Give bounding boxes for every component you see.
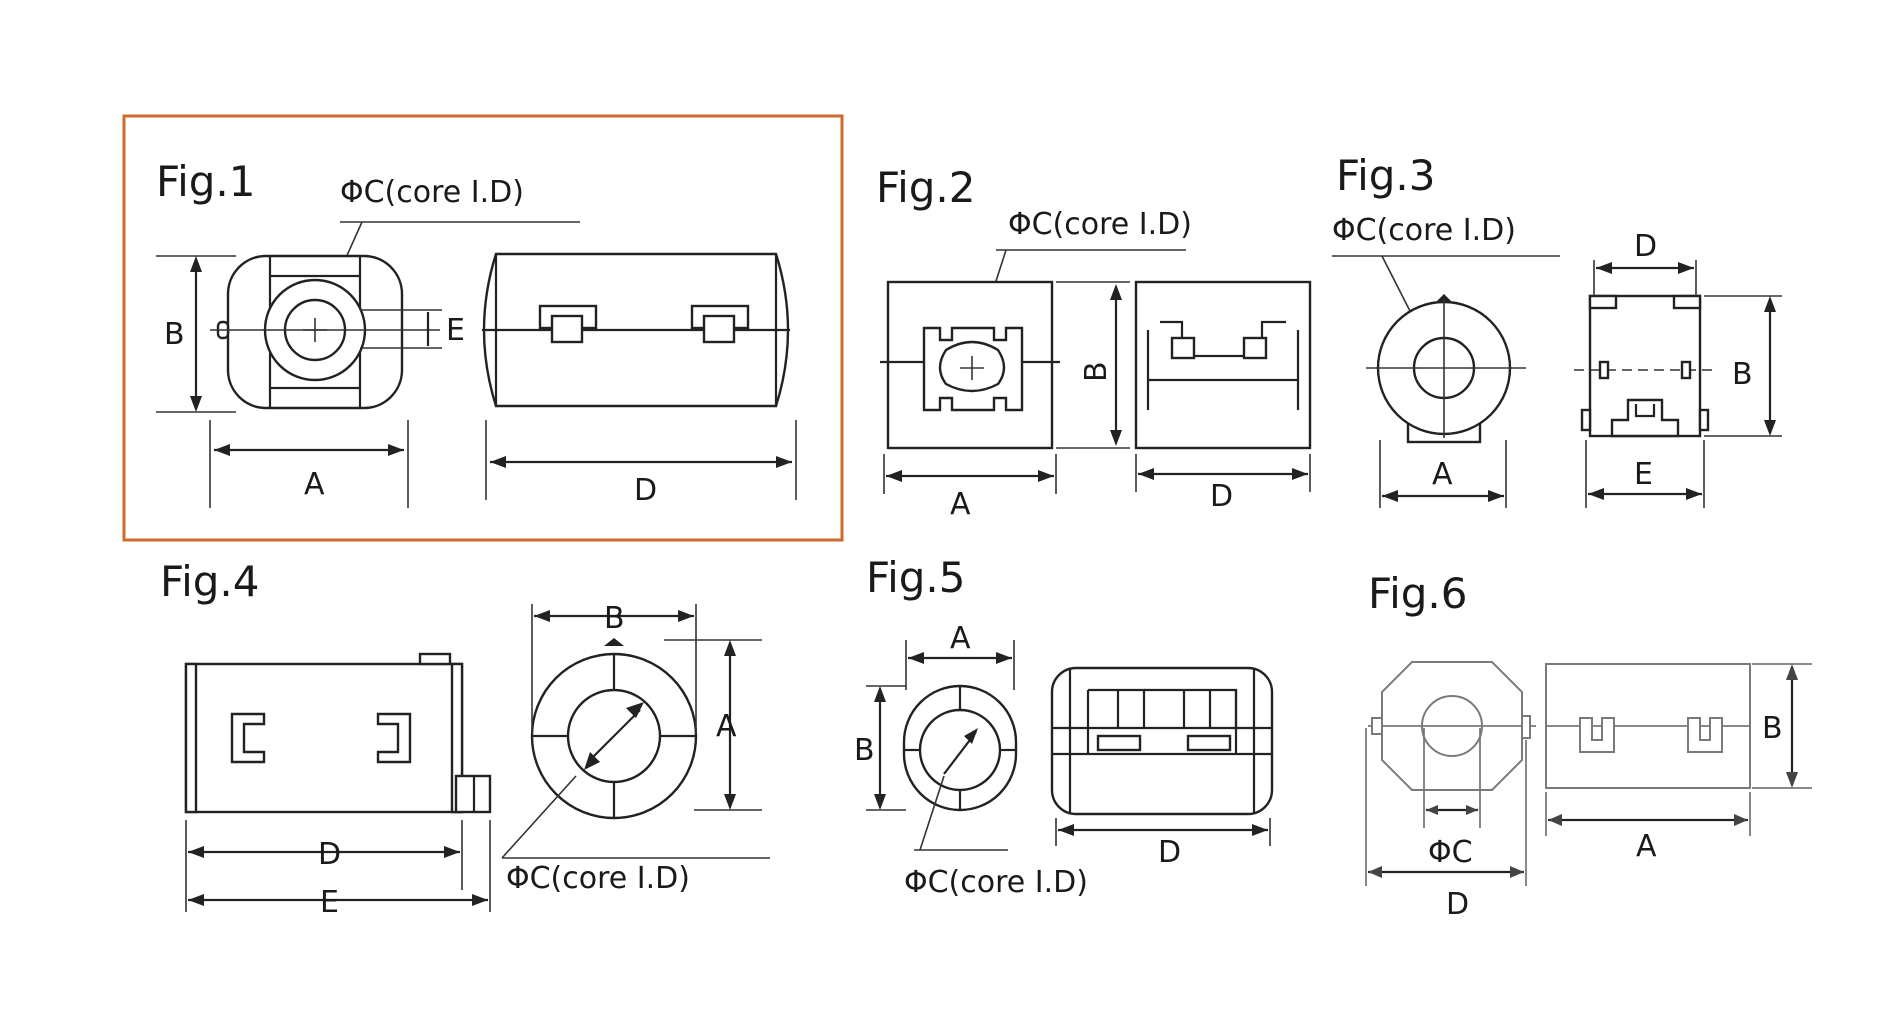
figure-1-dim-d: D xyxy=(634,473,657,508)
figure-6-dim-a: A xyxy=(1636,829,1657,864)
figure-5-front-view xyxy=(902,684,1018,812)
figure-4-front-view xyxy=(530,638,698,820)
figure-3-core-label: ΦC(core I.D) xyxy=(1332,213,1516,248)
figure-1-dim-a: A xyxy=(304,467,325,502)
figure-5-side-view xyxy=(1050,666,1274,816)
figure-3-side-view xyxy=(1574,294,1716,438)
figure-5-dim-d: D xyxy=(1158,835,1181,870)
figure-4-side-view xyxy=(184,652,492,814)
figure-1-highlight-frame xyxy=(122,114,844,542)
figure-2-dim-a: A xyxy=(950,487,971,522)
figure-5-dim-a: A xyxy=(950,621,971,656)
figure-3-dim-d: D xyxy=(1634,229,1657,264)
figure-1-front-view xyxy=(210,254,440,410)
figure-3-dim-a: A xyxy=(1432,457,1453,492)
figure-6-front-view xyxy=(1368,661,1536,791)
figure-4-title: Fig.4 xyxy=(160,557,260,606)
figure-2: Fig.2 ΦC(core I.D) B A xyxy=(876,163,1312,522)
figure-3-title: Fig.3 xyxy=(1336,151,1436,200)
figure-5-core-label: ΦC(core I.D) xyxy=(904,865,1088,900)
figure-4-dim-d: D xyxy=(318,837,341,872)
figure-1-side-view xyxy=(482,252,790,408)
figure-1-dim-b: B xyxy=(164,317,185,352)
figure-6: Fig.6 ΦC D B A xyxy=(1365,569,1812,922)
figure-4-dim-a: A xyxy=(716,709,737,744)
figure-2-dim-b: B xyxy=(1079,361,1114,382)
figure-1-title: Fig.1 xyxy=(156,157,256,206)
figure-2-title: Fig.2 xyxy=(876,163,976,212)
figure-1-core-label: ΦC(core I.D) xyxy=(340,175,524,210)
figure-4-core-label: ΦC(core I.D) xyxy=(506,861,690,896)
figure-3-front-view xyxy=(1366,294,1526,444)
figure-1: Fig.1 ΦC(core I.D) B E xyxy=(122,114,844,542)
figure-4-dim-e: E xyxy=(320,885,339,920)
figure-2-side-view xyxy=(1134,280,1312,450)
figure-2-dim-d: D xyxy=(1210,479,1233,514)
figure-2-front-view xyxy=(880,280,1060,450)
figure-3-dim-b: B xyxy=(1732,357,1753,392)
figure-6-dim-c: ΦC xyxy=(1428,835,1473,870)
figure-6-title: Fig.6 xyxy=(1368,569,1468,618)
figure-6-side-view xyxy=(1545,663,1751,789)
figure-6-dim-b: B xyxy=(1762,711,1783,746)
figure-5: Fig.5 A B ΦC(core I.D) xyxy=(854,553,1274,900)
figure-1-dim-e: E xyxy=(446,313,465,348)
figure-3: Fig.3 ΦC(core I.D) A xyxy=(1332,151,1782,508)
figure-5-dim-b: B xyxy=(854,733,875,768)
figure-5-title: Fig.5 xyxy=(866,553,966,602)
figure-4-dim-b: B xyxy=(604,601,625,636)
figure-4: Fig.4 D E xyxy=(160,557,770,920)
figure-2-core-label: ΦC(core I.D) xyxy=(1008,207,1192,242)
figure-6-dim-d: D xyxy=(1446,887,1469,922)
figure-3-dim-e: E xyxy=(1634,457,1653,492)
